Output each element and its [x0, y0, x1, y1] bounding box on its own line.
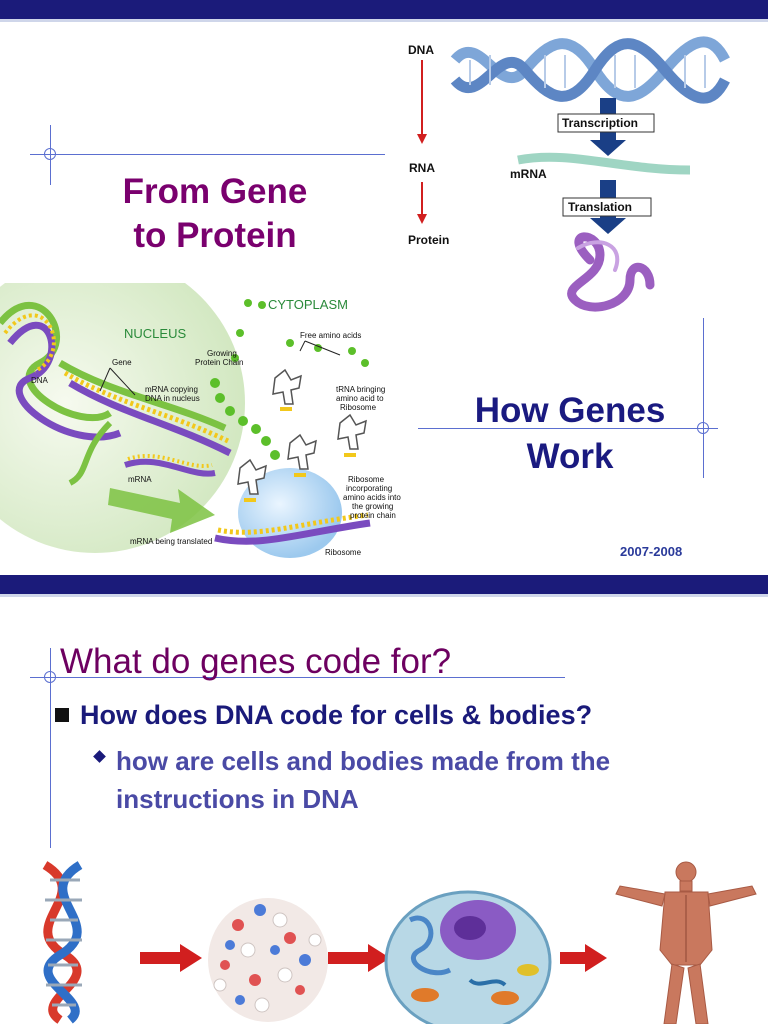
content-slide: [0, 600, 768, 1024]
label-dna-cell: DNA: [31, 376, 48, 385]
human-body-icon: [615, 861, 757, 1024]
label-protein: Protein: [408, 233, 450, 247]
label-growing: Growing: [207, 349, 237, 358]
label-transcription: Transcription: [562, 116, 639, 130]
year-label: 2007-2008: [620, 544, 683, 559]
mrna-export-arrow: [108, 488, 215, 533]
title-slide: From Gene to Protein: [0, 0, 768, 597]
trna-icon: [237, 368, 367, 495]
label-translation: Translation: [568, 200, 633, 214]
top-banner-bar: [0, 0, 768, 22]
divider-line: [30, 677, 565, 678]
label-mrna-cell: mRNA: [128, 475, 152, 484]
mrna-strand: [517, 152, 691, 175]
label-ribosome: Ribosome: [325, 548, 362, 557]
label-gene: Gene: [112, 358, 132, 367]
animal-cell-icon: [384, 890, 552, 1024]
crosshair-icon: [697, 422, 709, 434]
label-dna-in-nucleus: DNA in nucleus: [145, 394, 200, 403]
nucleus-shape: [0, 283, 245, 553]
square-bullet-icon: [55, 708, 69, 722]
protein-model-icon: [208, 898, 328, 1022]
label-mrna-translated: mRNA being translated: [130, 537, 213, 546]
label-trna-1: tRNA bringing: [336, 385, 386, 394]
label-ribosome-inc-1: Ribosome: [348, 475, 385, 484]
label-cytoplasm: CYTOPLASM: [268, 297, 348, 312]
label-ribosome-inc-5: protein chain: [350, 511, 396, 520]
divider-line: [703, 318, 704, 478]
label-nucleus: NUCLEUS: [124, 326, 187, 341]
bullet-level-2: how are cells and bodies made from the i…: [116, 746, 611, 814]
protein-coil-icon: [567, 232, 655, 312]
red-arrow-icon: [328, 944, 390, 972]
slide-subtitle: How Genes Work: [474, 391, 666, 476]
red-arrow-icon: [140, 944, 202, 972]
slide-2-title: What do genes code for?: [60, 642, 452, 681]
label-ribosome-inc-3: amino acids into: [343, 493, 401, 502]
protein-synthesis-illustration: [0, 283, 371, 558]
label-ribosome-inc-4: the growing: [352, 502, 394, 511]
label-rna: RNA: [409, 161, 435, 175]
central-dogma-diagram: [417, 36, 730, 312]
divider-line: [50, 648, 51, 848]
label-mrna: mRNA: [510, 167, 547, 181]
crosshair-icon: [44, 148, 56, 160]
slide-title: From Gene to Protein: [122, 172, 308, 255]
dna-helix-icon: [450, 36, 730, 104]
divider-line: [30, 154, 385, 155]
divider-line: [418, 428, 718, 429]
label-trna-3: Ribosome: [340, 403, 377, 412]
label-dna: DNA: [408, 43, 434, 57]
label-trna-2: amino acid to: [336, 394, 384, 403]
dna-model-icon: [42, 861, 83, 1024]
label-mrna-copying: mRNA copying: [145, 385, 198, 394]
gene-to-body-image-strip: [42, 861, 757, 1024]
label-protein-chain: Protein Chain: [195, 358, 244, 367]
label-ribosome-inc-2: incorporating: [346, 484, 393, 493]
bullet-level-1: How does DNA code for cells & bodies?: [80, 700, 593, 730]
label-free-amino-acids: Free amino acids: [300, 331, 362, 340]
red-arrow-icon: [560, 944, 607, 972]
crosshair-icon: [44, 671, 56, 683]
bottom-banner-bar: [0, 575, 768, 597]
